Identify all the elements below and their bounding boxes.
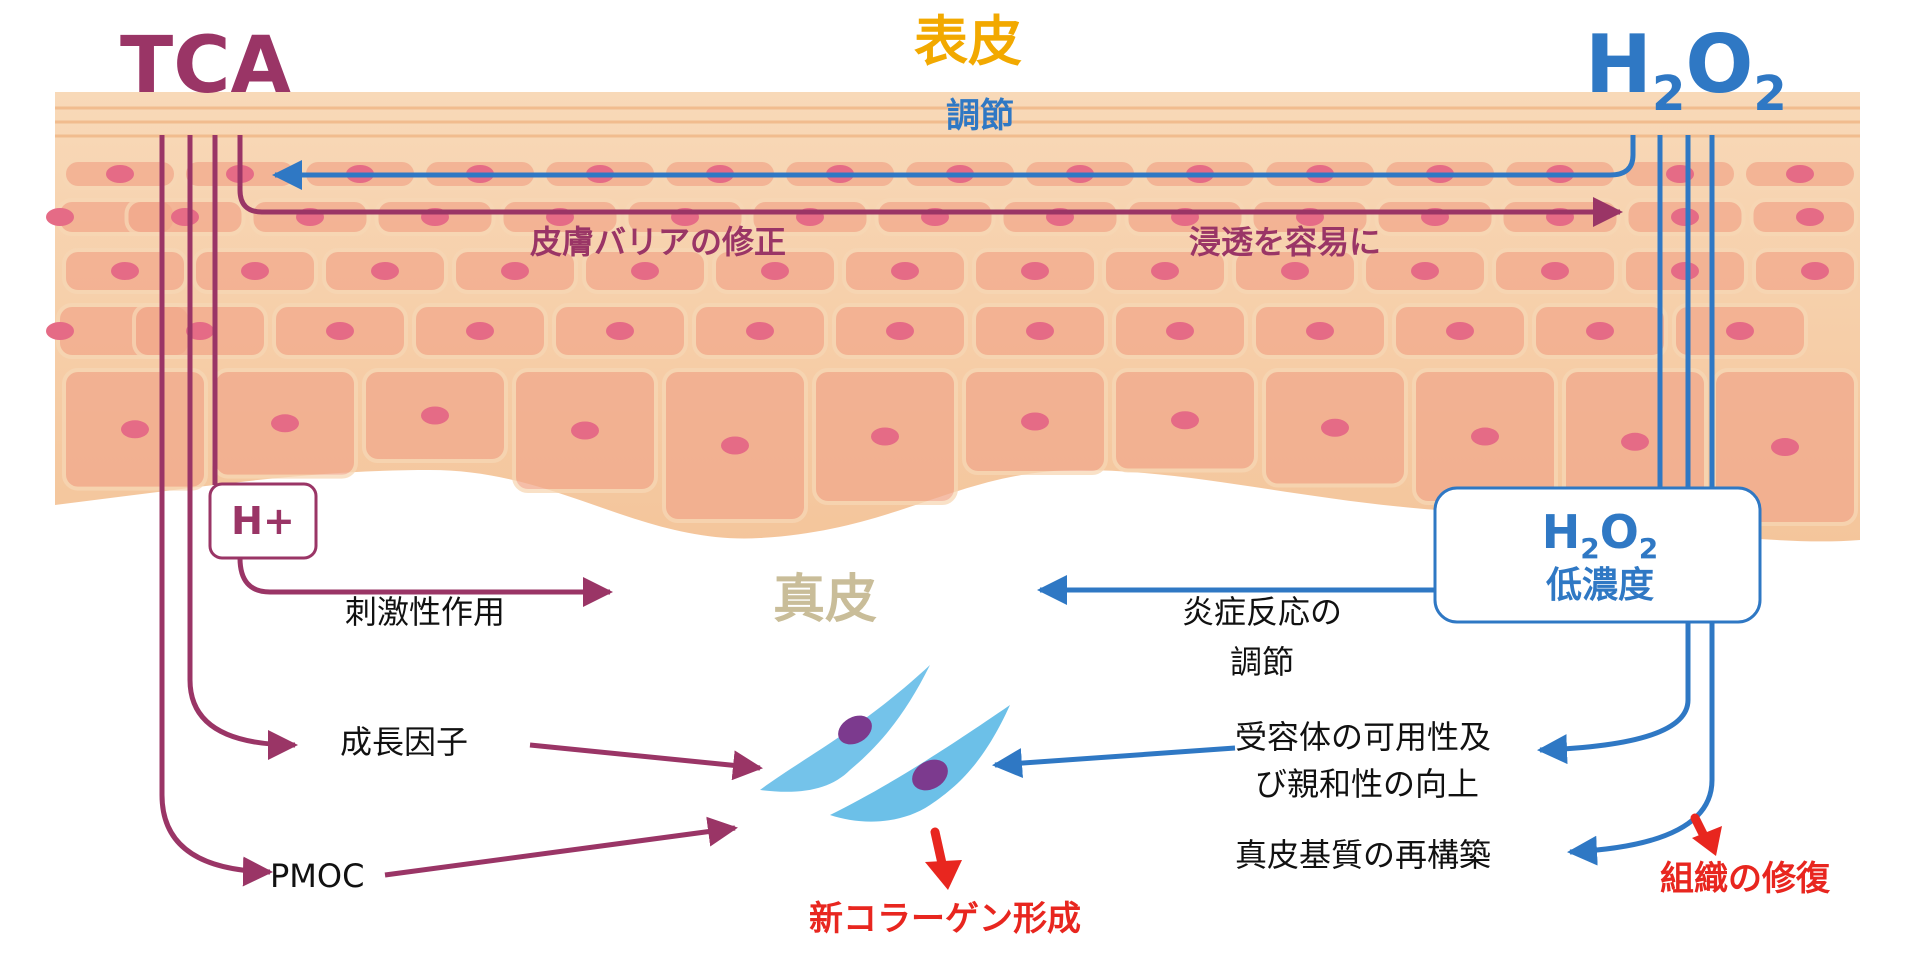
- tca-title: TCA: [120, 21, 291, 111]
- dermal-matrix-label: 真皮基質の再構築: [1235, 836, 1491, 874]
- h2o2-arrow-matrix: [1567, 622, 1715, 866]
- cell-nucleus: [271, 414, 299, 433]
- epidermis-label: 表皮: [914, 10, 1022, 73]
- inflammation-label-1: 炎症反応の: [1182, 593, 1342, 631]
- cell-nucleus: [1471, 427, 1499, 446]
- cell-nucleus: [501, 262, 529, 280]
- cell-nucleus: [1541, 262, 1569, 280]
- h2o2-title: H2O2: [1585, 18, 1787, 122]
- tca-arrows: [159, 135, 1623, 887]
- cell-nucleus: [1771, 438, 1799, 457]
- cell-nucleus: [1446, 322, 1474, 340]
- h2o2-low-box: [1433, 486, 1762, 624]
- stratum-corneum: [55, 106, 1860, 138]
- irritant-action-label: 刺激性作用: [345, 593, 505, 631]
- cell-nucleus: [571, 421, 599, 440]
- cell-nucleus: [421, 406, 449, 425]
- tca-arrow-barrier: [237, 135, 1623, 227]
- cell-nucleus: [1801, 262, 1829, 280]
- cell-nucleus: [1321, 418, 1349, 437]
- cell-nucleus: [1151, 262, 1179, 280]
- cell-nucleus: [111, 262, 139, 280]
- tca-arrow-pmoc: [159, 135, 273, 887]
- receptor-label-1: 受容体の可用性及: [1235, 718, 1491, 756]
- cell-nucleus: [886, 322, 914, 340]
- h2o2-box-label: H2O2: [1542, 505, 1659, 565]
- cell-nucleus: [891, 262, 919, 280]
- growth-to-fibroblast: [529, 742, 763, 781]
- tissue-repair-label: 組織の修復: [1660, 859, 1831, 899]
- cell-nucleus: [1796, 208, 1824, 226]
- cell-nucleus: [606, 322, 634, 340]
- cell-nucleus: [106, 165, 134, 183]
- h-plus-label: H+: [231, 499, 295, 543]
- result-arrows: [925, 813, 1722, 890]
- cell-nucleus: [326, 322, 354, 340]
- cell-nucleus: [186, 322, 214, 340]
- cell-nucleus: [1786, 165, 1814, 183]
- cell-nucleus: [1166, 322, 1194, 340]
- pmoc-label: PMOC: [270, 857, 364, 895]
- new-collagen-label: 新コラーゲン形成: [809, 899, 1081, 939]
- penetration-label: 浸透を容易に: [1189, 223, 1381, 261]
- cell-nucleus: [1671, 208, 1699, 226]
- cell-nucleus: [1171, 411, 1199, 430]
- cell-nucleus: [1671, 262, 1699, 280]
- cell-nucleus: [1021, 412, 1049, 431]
- receptor-label-2: び親和性の向上: [1255, 765, 1479, 803]
- cell-nucleus: [1621, 432, 1649, 451]
- cell-nucleus: [1586, 322, 1614, 340]
- cell-nucleus: [746, 322, 774, 340]
- epidermis-cells: [46, 158, 1858, 527]
- regulation-top-label: 調節: [946, 96, 1014, 136]
- dermis-label: 真皮: [773, 570, 877, 630]
- cell-nucleus: [46, 208, 74, 226]
- cell-nucleus: [46, 322, 74, 340]
- cell-nucleus: [721, 436, 749, 455]
- cell-nucleus: [171, 208, 199, 226]
- cell-nucleus: [121, 420, 149, 439]
- barrier-repair-label: 皮膚バリアの修正: [530, 223, 786, 261]
- cell-nucleus: [761, 262, 789, 280]
- cell-nucleus: [371, 262, 399, 280]
- cell-nucleus: [466, 322, 494, 340]
- growth-factor-label: 成長因子: [340, 723, 468, 761]
- cell-nucleus: [871, 427, 899, 446]
- pmoc-to-fibroblast: [384, 816, 738, 878]
- low-concentration-label: 低濃度: [1546, 565, 1654, 606]
- tca-arrow-growth: [187, 135, 298, 760]
- cell-nucleus: [1306, 322, 1334, 340]
- cell-nucleus: [1281, 262, 1309, 280]
- cell-nucleus: [241, 262, 269, 280]
- cell-nucleus: [631, 262, 659, 280]
- cell-nucleus: [1021, 262, 1049, 280]
- fibroblast-upper: [760, 665, 930, 792]
- cell-nucleus: [1411, 262, 1439, 280]
- h2o2-arrows: [272, 135, 1715, 866]
- tca-arrow-irritant: [237, 557, 613, 607]
- h2o2-arrow-regulation: [272, 135, 1636, 190]
- fibroblast-lower: [830, 705, 1010, 822]
- h-plus-box: [208, 482, 318, 560]
- cell-nucleus: [1026, 322, 1054, 340]
- receptor-to-fibroblast: [992, 745, 1236, 779]
- h2o2-arrow-receptor: [1537, 622, 1691, 765]
- inflammation-label-2: 調節: [1230, 643, 1294, 681]
- cell-nucleus: [1726, 322, 1754, 340]
